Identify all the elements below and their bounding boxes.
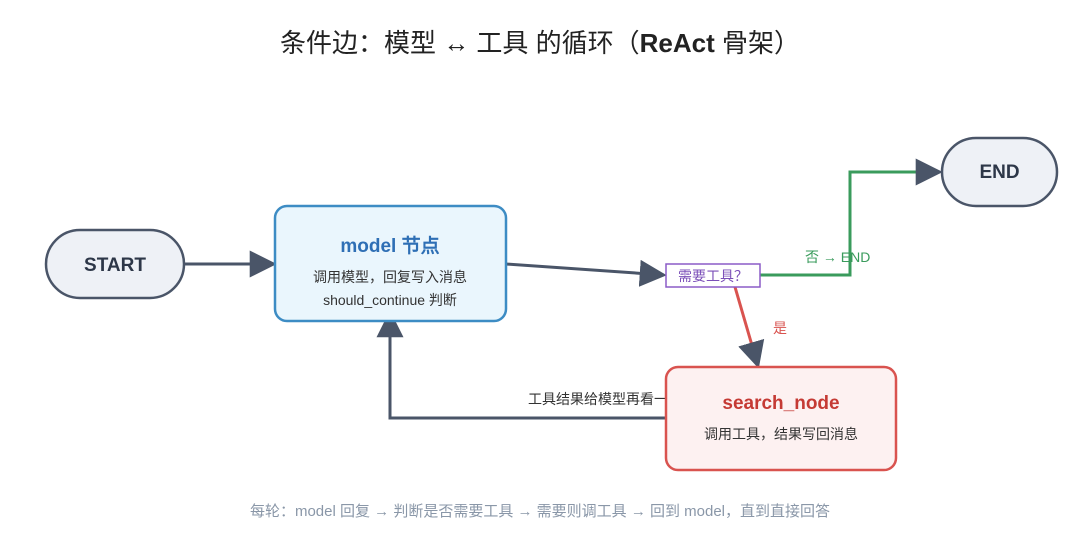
search-node-line1: 调用工具，结果写回消息 bbox=[704, 426, 858, 442]
decision-node-label: 需要工具？ bbox=[678, 268, 748, 284]
model-node[interactable]: model 节点 调用模型，回复写入消息 should_continue 判断 bbox=[273, 204, 508, 323]
edge-decision-to-end bbox=[760, 158, 943, 277]
search-node-title: search_node bbox=[722, 393, 839, 414]
search-node[interactable]: search_node 调用工具，结果写回消息 bbox=[664, 365, 898, 472]
edge-label-no: 否 → END bbox=[805, 249, 870, 265]
edge-label-loop: 工具结果给模型再看一次 bbox=[528, 391, 682, 407]
edge-search-to-model bbox=[376, 310, 666, 420]
end-node[interactable]: END bbox=[940, 136, 1059, 208]
title-bold: ReAct bbox=[640, 28, 715, 58]
edge-decision-to-search bbox=[733, 286, 765, 369]
end-node-label: END bbox=[979, 162, 1019, 183]
start-node-label: START bbox=[84, 255, 146, 276]
edge-model-to-decision bbox=[505, 259, 667, 287]
diagram-caption: 每轮：model 回复 → 判断是否需要工具 → 需要则调工具 → 回到 mod… bbox=[250, 502, 830, 520]
edge-label-yes: 是 bbox=[773, 320, 787, 336]
diagram-title: 条件边：模型 ↔ 工具 的循环（ReAct 骨架） bbox=[280, 28, 800, 58]
model-node-line1: 调用模型，回复写入消息 bbox=[313, 269, 467, 285]
start-node[interactable]: START bbox=[44, 228, 186, 300]
title-prefix: 条件边：模型 ↔ 工具 的循环（ bbox=[280, 28, 640, 58]
title-suffix: 骨架） bbox=[715, 28, 800, 58]
model-node-title: model 节点 bbox=[340, 235, 439, 257]
decision-node[interactable]: 需要工具？ bbox=[665, 263, 761, 288]
model-node-line2: should_continue 判断 bbox=[323, 292, 457, 308]
